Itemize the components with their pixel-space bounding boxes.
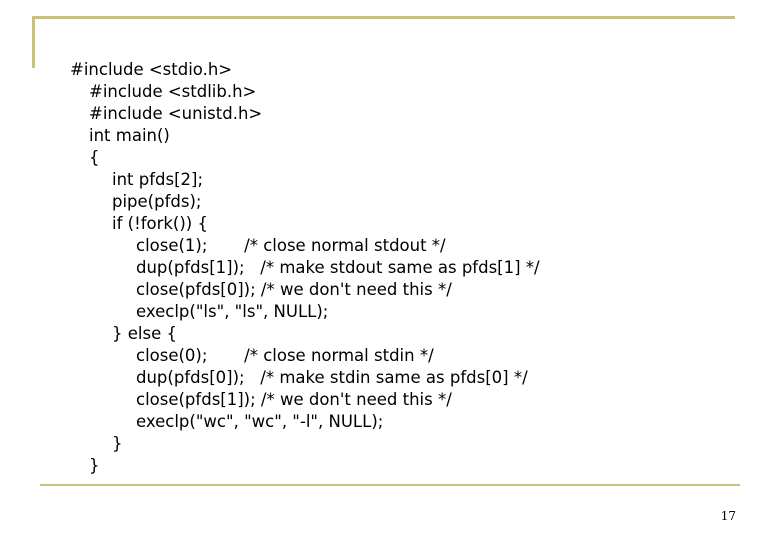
code-line: close(pfds[0]); /* we don't need this */ (136, 280, 452, 299)
code-line: close(0); /* close normal stdin */ (136, 346, 434, 365)
code-line: #include <stdlib.h> (89, 82, 257, 101)
bottom-accent-bar (40, 484, 740, 486)
code-line: close(pfds[1]); /* we don't need this */ (136, 390, 452, 409)
code-line: if (!fork()) { (112, 214, 208, 233)
code-line: execlp("ls", "ls", NULL); (136, 302, 329, 321)
left-accent-bar (32, 16, 35, 68)
code-line: { (89, 148, 100, 167)
code-line: execlp("wc", "wc", "-l", NULL); (136, 412, 384, 431)
code-line: } else { (112, 324, 177, 343)
page-number: 17 (720, 509, 736, 523)
code-line: int main() (89, 126, 170, 145)
code-line: dup(pfds[1]); /* make stdout same as pfd… (136, 258, 540, 277)
code-line: close(1); /* close normal stdout */ (136, 236, 446, 255)
code-line: pipe(pfds); (112, 192, 202, 211)
code-line: int pfds[2]; (112, 170, 204, 189)
code-line: } (112, 434, 123, 453)
code-line: dup(pfds[0]); /* make stdin same as pfds… (136, 368, 528, 387)
code-line: #include <stdio.h> (70, 60, 233, 79)
code-line: } (89, 456, 100, 475)
top-accent-bar (32, 16, 735, 19)
code-line: #include <unistd.h> (89, 104, 263, 123)
